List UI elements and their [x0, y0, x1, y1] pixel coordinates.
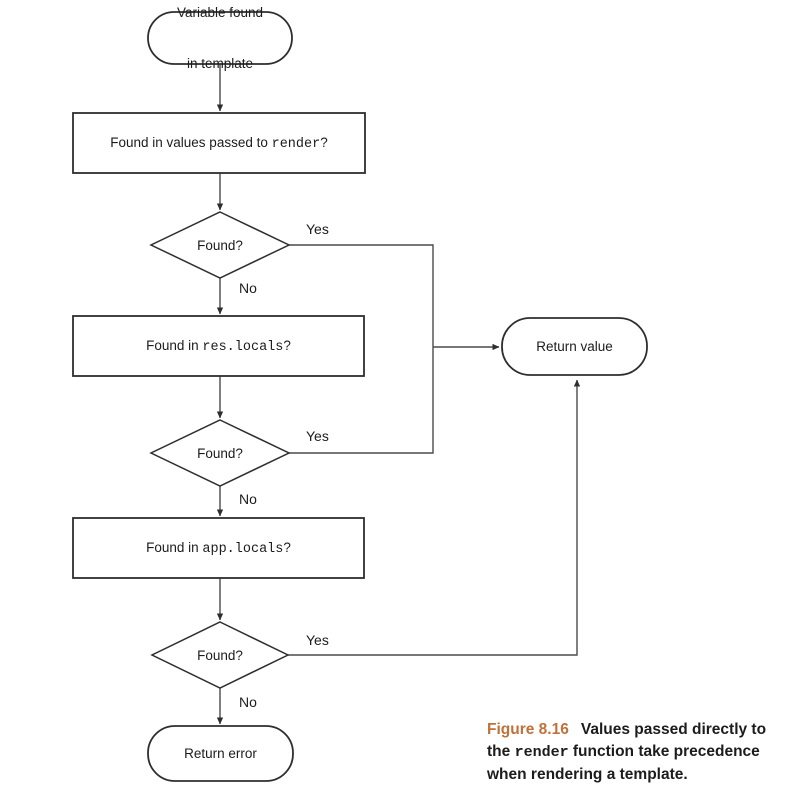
decision1-label: Found? — [197, 237, 243, 253]
return-value-node-shape — [501, 317, 648, 376]
check2-label: Found in res.locals? — [146, 337, 291, 356]
decision2-label: Found? — [197, 445, 243, 461]
figure-caption-text-after: function take precedence when rendering … — [487, 743, 760, 783]
check2-suffix: ? — [283, 337, 291, 353]
edge-label-yes-1: Yes — [306, 221, 329, 237]
decision1-node: Found? — [151, 212, 289, 278]
figure-caption-code: render — [514, 744, 569, 761]
decision1-node-shape — [149, 211, 291, 279]
start-node: Variable found in template — [148, 5, 292, 71]
check1-node: Found in values passed to render? — [73, 113, 365, 173]
connector-yes-bracket-decision1-decision2 — [289, 244, 434, 454]
decision3-label: Found? — [197, 647, 243, 663]
decision3-node-shape — [150, 621, 290, 689]
check3-node-shape — [72, 517, 365, 579]
check3-text: Found in — [146, 539, 203, 555]
return-error-node-shape — [147, 725, 294, 782]
edge-label-no-2: No — [239, 491, 257, 507]
check3-label: Found in app.locals? — [146, 539, 291, 558]
check2-code: res.locals — [202, 339, 284, 355]
check2-text: Found in — [146, 337, 203, 353]
check1-node-shape — [72, 112, 366, 174]
check2-node-shape — [72, 315, 365, 377]
decision3-node: Found? — [152, 622, 288, 688]
start-node-line2: in template — [186, 56, 254, 71]
check3-code: app.locals — [202, 541, 284, 557]
edge-label-no-3: No — [239, 694, 257, 710]
check1-suffix: ? — [320, 134, 328, 150]
return-error-node: Return error — [148, 726, 293, 781]
return-error-label: Return error — [184, 746, 257, 761]
edge-label-yes-3: Yes — [306, 632, 329, 648]
edge-label-yes-2: Yes — [306, 428, 329, 444]
check3-node: Found in app.locals? — [73, 518, 364, 578]
check1-label: Found in values passed to render? — [110, 134, 327, 153]
return-value-label: Return value — [536, 339, 613, 354]
check3-suffix: ? — [283, 539, 291, 555]
return-value-node: Return value — [502, 318, 647, 375]
check2-node: Found in res.locals? — [73, 316, 364, 376]
start-node-label: Variable found in template — [177, 0, 263, 106]
check1-text: Found in values passed to — [110, 134, 272, 150]
check1-code: render — [271, 136, 321, 152]
figure-caption-number: Figure 8.16 — [487, 721, 569, 738]
decision2-node: Found? — [151, 420, 289, 486]
start-node-shape — [147, 11, 293, 65]
figure-caption-text-before: Values passed directly to the — [487, 721, 767, 760]
edge-label-no-1: No — [239, 280, 257, 296]
decision2-node-shape — [149, 419, 291, 487]
start-node-line1: Variable found — [176, 5, 264, 20]
connector-decision3-yes-to-return-value — [288, 379, 581, 656]
